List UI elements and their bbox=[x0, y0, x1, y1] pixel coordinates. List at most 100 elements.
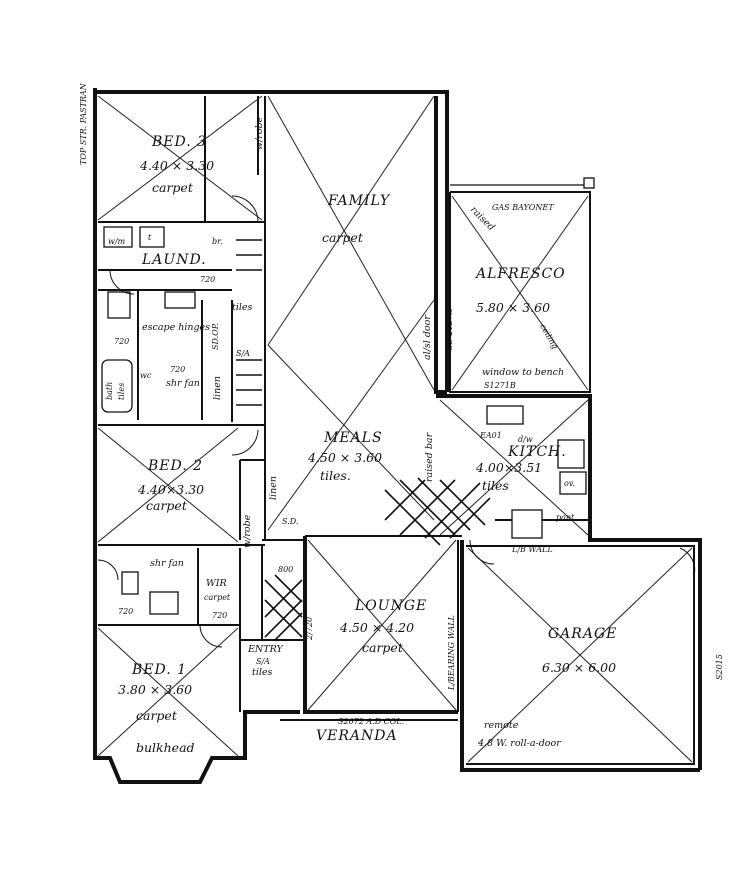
kitchen-name: KITCH. bbox=[507, 444, 567, 460]
note-720-3: 720 bbox=[170, 365, 185, 374]
note-pant: pant. bbox=[556, 513, 577, 522]
note-s2072-ad-col: S2072 A.D COL. bbox=[338, 717, 404, 726]
wall-garage-inner bbox=[466, 545, 695, 765]
bathtub bbox=[101, 359, 133, 413]
pantry bbox=[511, 509, 543, 539]
bed2-finish: carpet bbox=[146, 498, 188, 513]
note-wm: w/m bbox=[108, 237, 126, 246]
note-720-4: 720 bbox=[118, 607, 133, 616]
garage-size: 6.30 × 6.00 bbox=[542, 660, 616, 675]
meals-finish: tiles. bbox=[320, 468, 351, 483]
note-eab: EA01 bbox=[479, 431, 502, 440]
wall-garage bbox=[460, 540, 700, 772]
bed2-name: BED. 2 bbox=[147, 458, 203, 474]
bed3-size: 4.40 × 3.30 bbox=[139, 158, 214, 173]
note-2-720: 2/720 bbox=[305, 617, 314, 641]
note-wc: wc bbox=[140, 371, 152, 380]
note-wrobe-mid: w/robe bbox=[242, 514, 253, 548]
room-labels: BED. 3 4.40 × 3.30 carpet FAMILY carpet … bbox=[118, 134, 617, 755]
note-ov: ov. bbox=[564, 479, 575, 488]
note-dw: d/w bbox=[518, 435, 533, 444]
family-finish: carpet bbox=[322, 230, 364, 245]
note-linen-side: linen bbox=[268, 476, 279, 500]
alfresco-name: ALFRESCO bbox=[474, 266, 566, 282]
wall-top bbox=[95, 90, 449, 392]
note-shr-fan-2: shr fan bbox=[150, 558, 184, 569]
bed1-name: BED. 1 bbox=[131, 662, 187, 678]
bed1-finish: carpet bbox=[136, 708, 178, 723]
note-side-left: TOP STR. PASTRAN bbox=[79, 82, 88, 165]
bed2-size: 4.40×3.30 bbox=[137, 482, 204, 497]
bed1-bulkhead: bulkhead bbox=[136, 740, 195, 755]
note-al-sl-door: al/sl door bbox=[422, 314, 433, 360]
note-sd2127: SD 2127.3 bbox=[445, 308, 454, 350]
note-remote: remote bbox=[484, 720, 519, 731]
entry-name: ENTRY bbox=[247, 644, 284, 655]
note-raised-bar: raised bar bbox=[424, 431, 435, 482]
note-tub: t bbox=[148, 233, 152, 242]
bed3-name: BED. 3 bbox=[151, 134, 207, 150]
wir-finish: carpet bbox=[204, 593, 231, 602]
note-side-right: S2015 bbox=[715, 654, 724, 680]
alfresco-size: 5.80 × 3.60 bbox=[476, 300, 550, 315]
gas-bayonet-box bbox=[583, 177, 595, 189]
kitchen-size: 4.00×3.51 bbox=[475, 460, 542, 475]
note-bath: bath bbox=[105, 382, 114, 400]
wall-left-wing bbox=[93, 88, 300, 784]
wall-alfresco bbox=[449, 191, 591, 393]
note-sa-2: S/A bbox=[256, 657, 270, 666]
kitchen-cooktop bbox=[557, 439, 585, 469]
oven bbox=[559, 471, 587, 495]
note-bl: br. bbox=[212, 237, 223, 246]
note-720-1: 720 bbox=[200, 275, 215, 284]
laundry-tub bbox=[139, 226, 165, 248]
note-lb-wall: L/B WALL bbox=[511, 545, 553, 554]
note-escape-hinges: escape hinges bbox=[142, 322, 210, 333]
lounge-finish: carpet bbox=[362, 640, 404, 655]
laundry-name: LAUND. bbox=[141, 252, 207, 268]
meals-name: MEALS bbox=[323, 430, 383, 446]
kitchen-finish: tiles bbox=[482, 478, 509, 493]
garage-name: GARAGE bbox=[548, 626, 617, 642]
exterior-walls bbox=[93, 88, 702, 784]
ensuite-vanity bbox=[149, 591, 179, 615]
bed3-finish: carpet bbox=[152, 180, 194, 195]
note-sd: S.D. bbox=[282, 517, 298, 526]
washing-machine bbox=[103, 226, 133, 248]
family-name: FAMILY bbox=[327, 193, 391, 209]
lounge-name: LOUNGE bbox=[354, 598, 427, 614]
note-720-2: 720 bbox=[114, 337, 129, 346]
note-720-5: 720 bbox=[212, 611, 227, 620]
kitchen-sink bbox=[486, 405, 524, 425]
note-lb-wall-2: L/BEARING WALL bbox=[447, 615, 456, 691]
wir-name: WIR bbox=[206, 578, 227, 589]
note-800: 800 bbox=[278, 565, 293, 574]
note-roll-a-door: 4.8 W. roll-a-door bbox=[477, 738, 562, 749]
note-shr-fan-1: shr fan bbox=[166, 378, 200, 389]
fixtures bbox=[97, 177, 696, 648]
bathroom-vanity bbox=[164, 291, 196, 309]
note-tiles-small: tiles bbox=[117, 383, 126, 400]
meals-size: 4.50 × 3.60 bbox=[307, 450, 382, 465]
note-sd-opening: SD.OP. bbox=[211, 323, 220, 350]
tiled-area-hatching bbox=[236, 239, 491, 641]
bed1-size: 3.80 × 3.60 bbox=[118, 682, 192, 697]
veranda-name: VERANDA bbox=[316, 728, 398, 744]
note-window-to-bench: window to bench bbox=[482, 367, 564, 378]
toilet-1 bbox=[107, 291, 131, 319]
note-sa-1: S/A bbox=[236, 349, 250, 358]
note-ceiling: ceiling bbox=[538, 323, 559, 351]
toilet-2 bbox=[121, 571, 139, 595]
wall-kitchen bbox=[436, 394, 702, 770]
entry-finish: tiles bbox=[252, 667, 273, 678]
note-tiles-hall: tiles bbox=[232, 302, 253, 313]
wall-lounge bbox=[303, 536, 458, 714]
wall-family-east bbox=[434, 96, 447, 394]
note-gas-bayonet: GAS BAYONET bbox=[492, 203, 554, 212]
lounge-size: 4.50 × 4.20 bbox=[339, 620, 414, 635]
room-diagonals bbox=[97, 95, 693, 763]
annotations: w/robe w/robe linen linen tiles escape h… bbox=[79, 82, 724, 749]
note-linen: linen bbox=[212, 376, 223, 400]
note-wrobe-top: w/robe bbox=[254, 116, 265, 150]
